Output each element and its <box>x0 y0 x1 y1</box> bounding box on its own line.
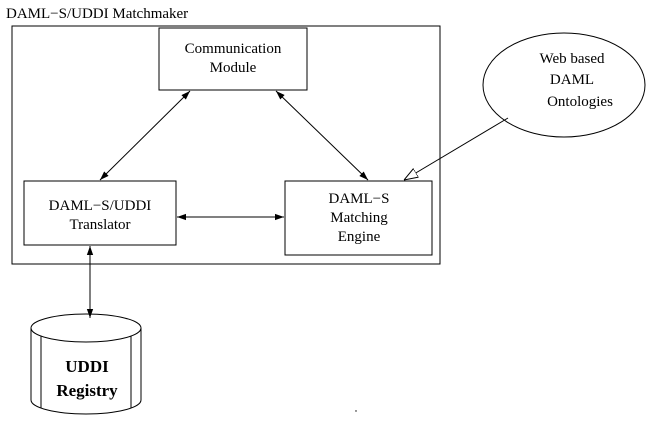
translator-label-line2: Translator <box>69 217 130 233</box>
matching-engine-label-line1: DAML−S <box>329 191 390 207</box>
translator-label-line1: DAML−S/UDDI <box>49 198 152 214</box>
matching-engine-box <box>284 180 433 256</box>
matching-engine-label-line2: Matching <box>330 210 388 226</box>
translator-box <box>23 180 177 246</box>
arrow-ontologies-matching-engine <box>404 117 509 180</box>
registry-label-line1: UDDI <box>65 357 109 376</box>
registry-cylinder-top <box>30 313 142 343</box>
matchmaker-title: DAML−S/UDDI Matchmaker <box>6 6 188 22</box>
arrow-communication-translator <box>99 90 191 181</box>
communication-module-label-line2: Module <box>210 60 257 76</box>
communication-module-label-line1: Communication <box>185 41 282 57</box>
matching-engine-label-line3: Engine <box>338 229 381 245</box>
ontologies-label-line3: Ontologies <box>547 94 613 110</box>
registry-label-line2: Registry <box>56 381 118 400</box>
ontologies-label-line2: DAML <box>550 72 594 88</box>
ontologies-label-line1: Web based <box>539 51 605 67</box>
stray-dot <box>355 410 357 412</box>
registry-cylinder-body <box>30 328 142 415</box>
communication-module-box <box>158 27 308 91</box>
ontologies-ellipse <box>482 32 646 138</box>
arrow-communication-matching-engine <box>275 90 369 181</box>
